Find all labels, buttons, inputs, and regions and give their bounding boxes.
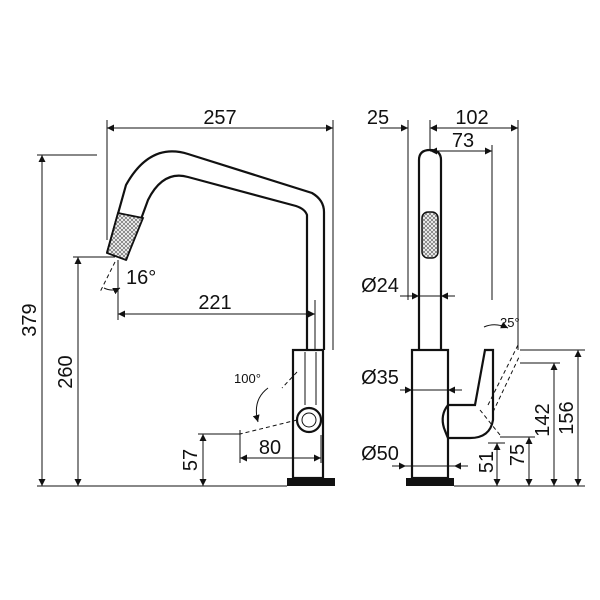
- front-base-plate: [287, 478, 335, 486]
- dim-height-51: 51: [476, 451, 498, 473]
- dim-lever-angle-side: 25°: [500, 315, 520, 330]
- front-lever-knob: [295, 406, 323, 434]
- side-lever: [448, 348, 495, 440]
- dim-offset-25: 25: [367, 107, 389, 129]
- dim-spout-height: 260: [55, 355, 77, 388]
- dim-depth-73: 73: [452, 130, 474, 152]
- dim-dia-24: Ø24: [361, 275, 399, 297]
- side-base-plate: [406, 478, 454, 486]
- front-spray-head: [105, 211, 145, 262]
- dim-spout-reach: 221: [198, 292, 231, 314]
- dim-overall-height: 379: [19, 303, 41, 336]
- dim-spout-angle: 16°: [126, 267, 156, 289]
- dim-lever-reach: 80: [259, 437, 281, 459]
- dim-dia-35: Ø35: [361, 367, 399, 389]
- dim-lever-angle-front: 100°: [234, 371, 261, 386]
- dim-depth-102: 102: [455, 107, 488, 129]
- dim-height-142: 142: [532, 403, 554, 436]
- side-body: [410, 348, 450, 480]
- dim-lever-height: 57: [180, 449, 202, 471]
- front-spout: [105, 150, 326, 350]
- dim-height-156: 156: [556, 401, 578, 434]
- side-spray-head: [421, 211, 439, 259]
- dim-overall-width: 257: [203, 107, 236, 129]
- dim-dia-50: Ø50: [361, 443, 399, 465]
- dim-height-75: 75: [507, 444, 529, 466]
- side-view: 25° 25 102 73 Ø24 Ø35 Ø50: [361, 107, 585, 487]
- front-view: 257 221 16° 379 260 100° 80 57: [19, 107, 335, 487]
